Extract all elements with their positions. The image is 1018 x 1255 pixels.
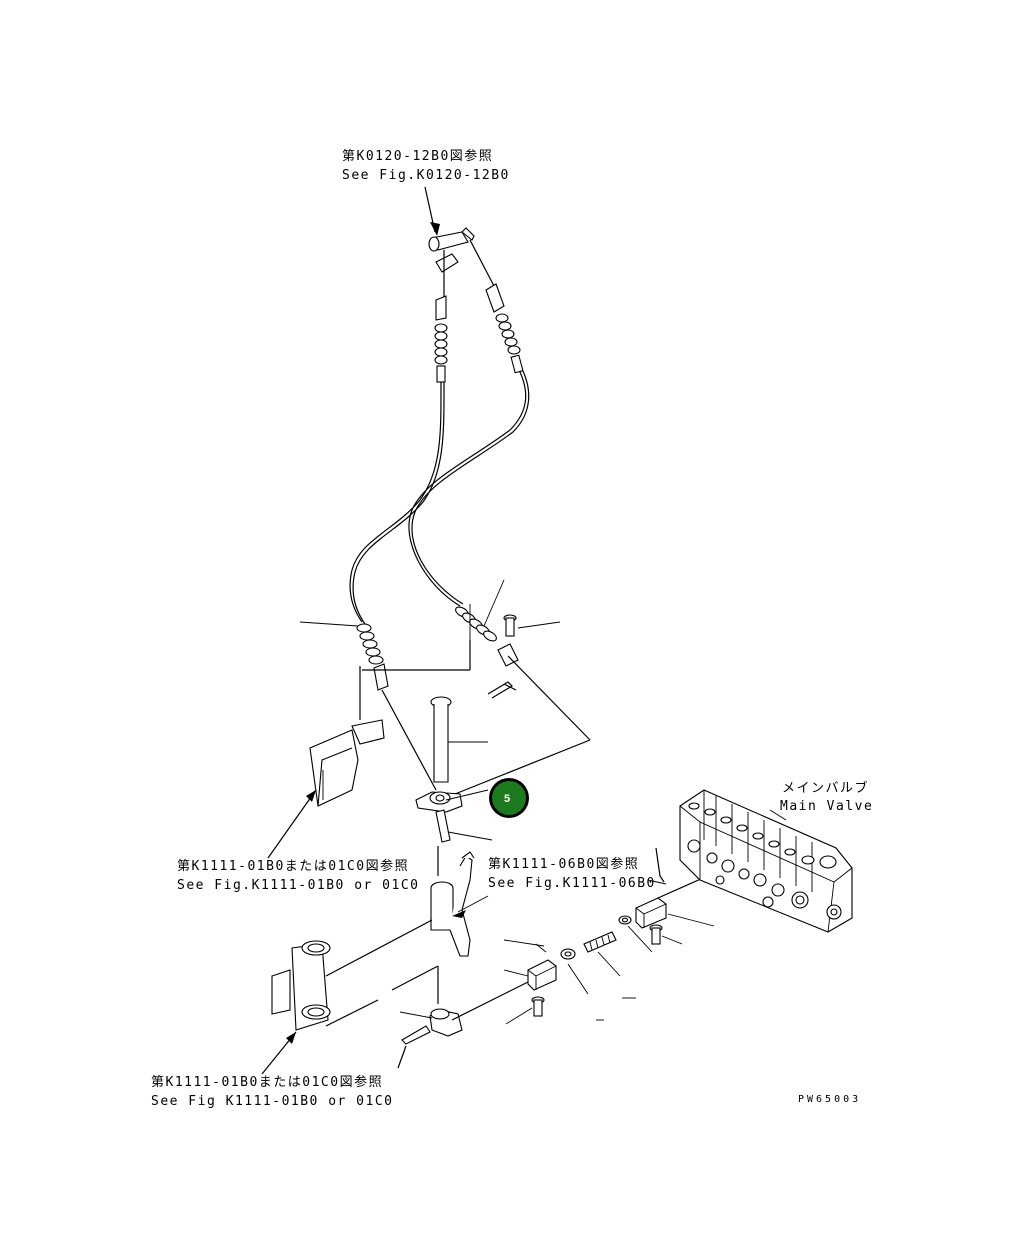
top-reference-label: 第K0120-12B0図参照 See Fig.K0120-12B0 — [342, 148, 510, 183]
bottom-ref-jp: 第K1111-01B0または01C0図参照 — [151, 1074, 383, 1090]
nut-and-rod — [560, 915, 653, 995]
lower-pivot — [397, 981, 529, 1069]
bottom-reference-label: 第K1111-01B0または01C0図参照 See Fig K1111-01B0… — [151, 1074, 394, 1109]
top-lever-assembly — [424, 186, 495, 300]
mid-ref-jp: 第K1111-06B0図参照 — [488, 856, 639, 872]
cotter-pin — [487, 681, 517, 699]
right-cable — [408, 283, 530, 670]
top-ref-jp: 第K0120-12B0図参照 — [342, 148, 493, 164]
left-ref-jp: 第K1111-01B0または01C0図参照 — [177, 858, 409, 874]
drawing-code: PW65003 — [798, 1094, 861, 1105]
hinge-bracket — [271, 919, 439, 1031]
main-valve-label: メインバルブ Main Valve — [780, 780, 873, 814]
lever-lower — [430, 851, 489, 957]
valve-ports — [687, 802, 842, 920]
mid-ref-en: See Fig.K1111-06B0 — [488, 876, 656, 891]
leader-ticks — [388, 997, 636, 1097]
left-bracket-upper — [309, 640, 471, 807]
left-cable — [299, 295, 448, 691]
left-ref-arrow — [267, 789, 317, 859]
main-valve-jp: メインバルブ — [782, 780, 869, 796]
main-valve — [679, 789, 853, 933]
bottom-ref-en: See Fig K1111-01B0 or 01C0 — [151, 1094, 394, 1109]
main-valve-en: Main Valve — [780, 799, 873, 814]
callout-5-badge — [492, 781, 526, 815]
callout-5[interactable]: 5 — [489, 778, 529, 818]
callout-5-number: 5 — [504, 793, 510, 805]
left-reference-label: 第K1111-01B0または01C0図参照 See Fig.K1111-01B0… — [177, 858, 420, 893]
top-ref-en: See Fig.K0120-12B0 — [342, 168, 510, 183]
pin-upper-right — [503, 614, 561, 637]
lower-block — [503, 939, 557, 1025]
mid-reference-label: 第K1111-06B0図参照 See Fig.K1111-06B0 — [488, 856, 656, 891]
left-ref-en: See Fig.K1111-01B0 or 01C0 — [177, 878, 420, 893]
valve-section-dividers — [715, 796, 813, 892]
bottom-ref-arrow — [261, 1031, 297, 1075]
pin-under-pivot — [435, 809, 493, 876]
central-pivot — [381, 655, 591, 813]
